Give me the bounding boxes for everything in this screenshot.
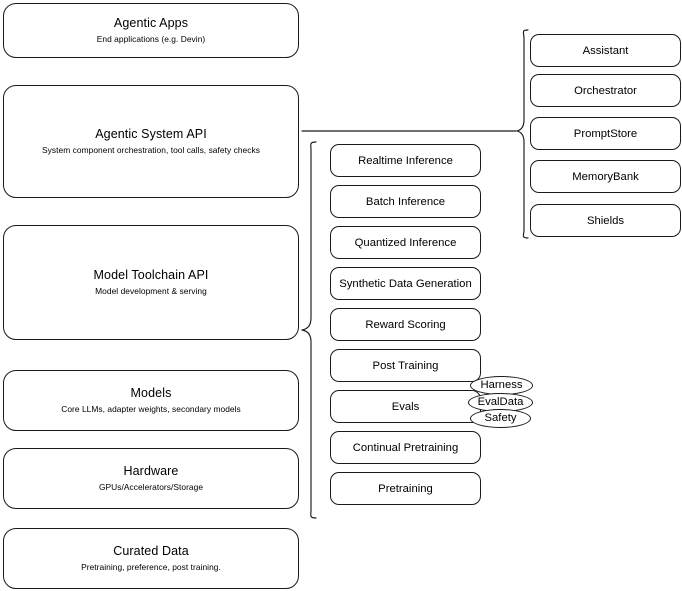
toolchain-item-realtime-inference[interactable]: Realtime Inference [330, 144, 481, 177]
toolchain-item-quantized-inference[interactable]: Quantized Inference [330, 226, 481, 259]
chip-label: Batch Inference [365, 195, 446, 208]
layer-title: Hardware [123, 464, 179, 478]
layer-subtitle: Model development & serving [95, 286, 207, 296]
toolchain-item-reward-scoring[interactable]: Reward Scoring [330, 308, 481, 341]
layer-title: Agentic Apps [113, 16, 189, 30]
layer-curated-data[interactable]: Curated Data Pretraining, preference, po… [3, 528, 299, 589]
layer-title: Models [130, 386, 172, 400]
layer-hardware[interactable]: Hardware GPUs/Accelerators/Storage [3, 448, 299, 509]
layer-subtitle: System component orchestration, tool cal… [42, 145, 260, 155]
chip-label: Synthetic Data Generation [339, 277, 472, 290]
chip-label: MemoryBank [572, 170, 639, 183]
layer-subtitle: GPUs/Accelerators/Storage [98, 482, 204, 492]
agentic-item-memorybank[interactable]: MemoryBank [530, 160, 681, 193]
chip-label: Assistant [582, 44, 629, 57]
layer-models[interactable]: Models Core LLMs, adapter weights, secon… [3, 370, 299, 431]
layer-title: Model Toolchain API [93, 268, 209, 282]
agentic-item-orchestrator[interactable]: Orchestrator [530, 74, 681, 107]
layer-title: Curated Data [113, 544, 189, 558]
layer-subtitle: Pretraining, preference, post training. [81, 562, 221, 572]
evals-pill-safety[interactable]: Safety [470, 409, 531, 428]
layer-agentic-apps[interactable]: Agentic Apps End applications (e.g. Devi… [3, 3, 299, 58]
toolchain-item-pretraining[interactable]: Pretraining [330, 472, 481, 505]
toolchain-item-post-training[interactable]: Post Training [330, 349, 481, 382]
agentic-item-promptstore[interactable]: PromptStore [530, 117, 681, 150]
chip-label: Pretraining [378, 482, 433, 495]
chip-label: Evals [391, 400, 420, 413]
layer-subtitle: End applications (e.g. Devin) [96, 34, 206, 44]
toolchain-item-evals[interactable]: Evals [330, 390, 481, 423]
toolchain-item-continual-pretraining[interactable]: Continual Pretraining [330, 431, 481, 464]
chip-label: Shields [586, 214, 625, 227]
agentic-item-assistant[interactable]: Assistant [530, 34, 681, 67]
pill-label: EvalData [477, 396, 524, 408]
chip-label: Reward Scoring [365, 318, 446, 331]
chip-label: Realtime Inference [358, 154, 453, 167]
chip-label: Post Training [372, 359, 439, 372]
chip-label: Quantized Inference [354, 236, 457, 249]
layer-agentic-system-api[interactable]: Agentic System API System component orch… [3, 85, 299, 198]
pill-label: Safety [484, 412, 517, 424]
layer-model-toolchain-api[interactable]: Model Toolchain API Model development & … [3, 225, 299, 340]
brace-toolchain-components [301, 141, 317, 519]
chip-label: Continual Pretraining [352, 441, 459, 454]
layer-title: Agentic System API [95, 127, 207, 141]
brace-agentic-components [516, 29, 529, 239]
layer-subtitle: Core LLMs, adapter weights, secondary mo… [61, 404, 241, 414]
toolchain-item-synthetic-data-generation[interactable]: Synthetic Data Generation [330, 267, 481, 300]
agentic-item-shields[interactable]: Shields [530, 204, 681, 237]
toolchain-item-batch-inference[interactable]: Batch Inference [330, 185, 481, 218]
chip-label: PromptStore [573, 127, 638, 140]
chip-label: Orchestrator [574, 84, 637, 97]
pill-label: Harness [480, 379, 523, 391]
